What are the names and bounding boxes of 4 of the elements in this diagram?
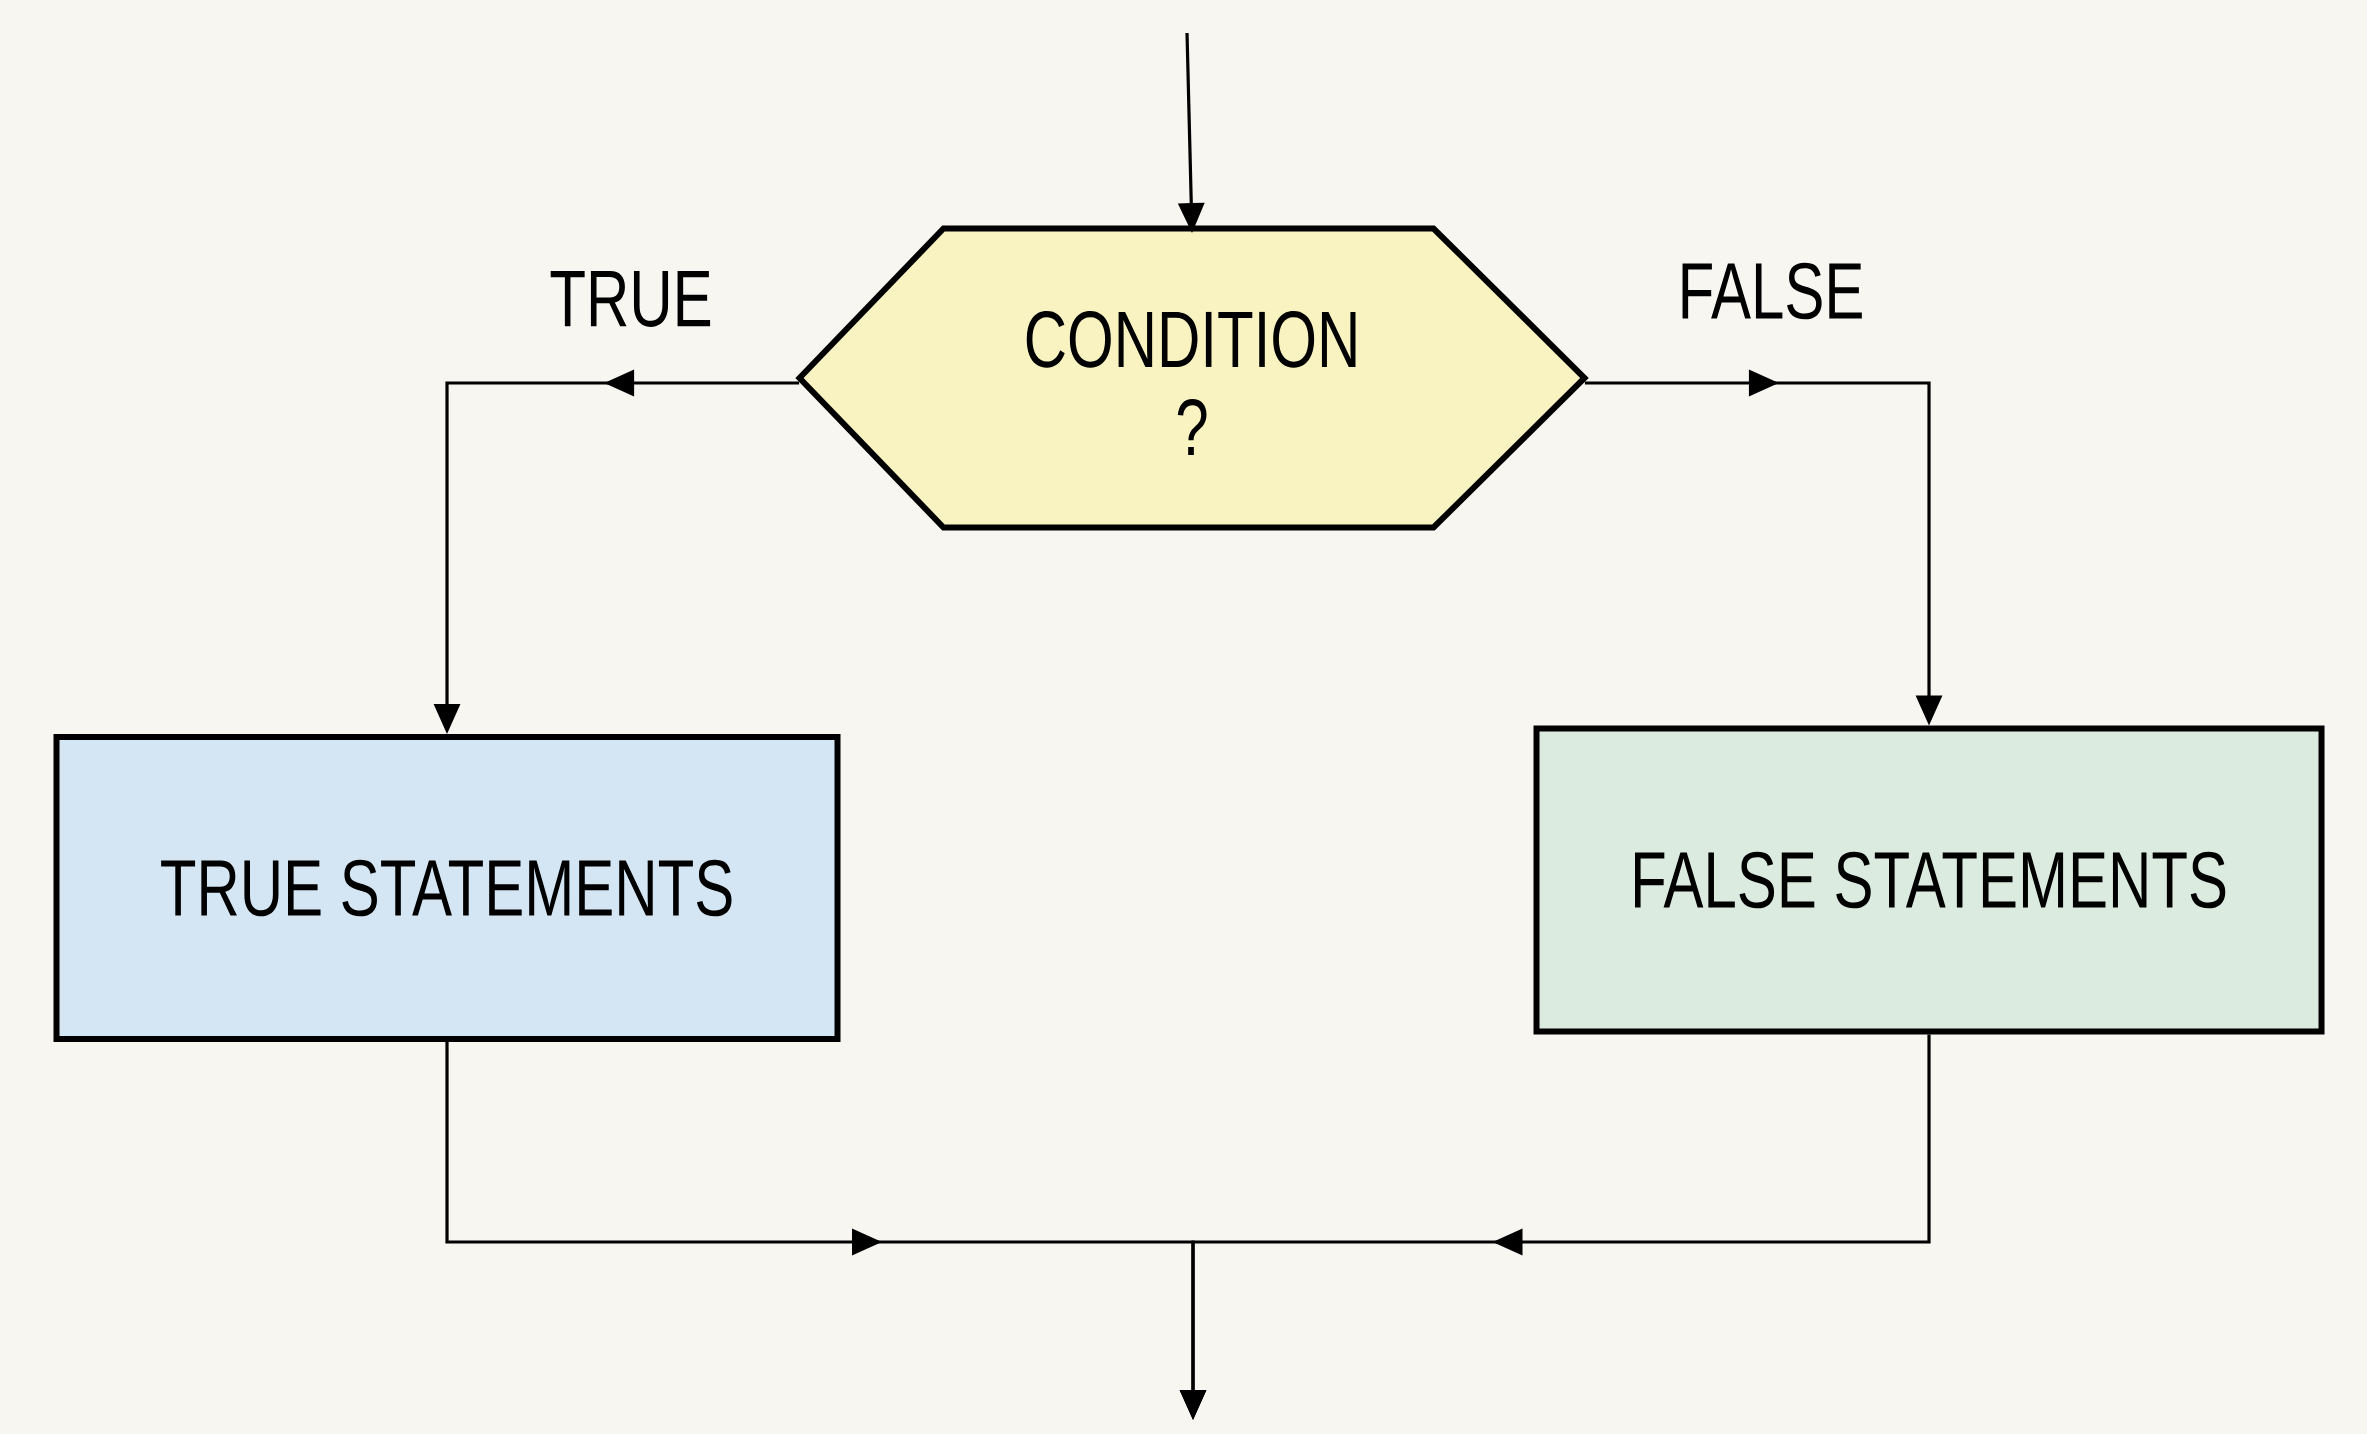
edge-label: TRUE xyxy=(550,271,711,327)
process-box: TRUE STATEMENTS xyxy=(53,734,841,1042)
edge-label: FALSE xyxy=(1682,262,1862,320)
process-box: FALSE STATEMENTS xyxy=(1533,725,2325,1035)
